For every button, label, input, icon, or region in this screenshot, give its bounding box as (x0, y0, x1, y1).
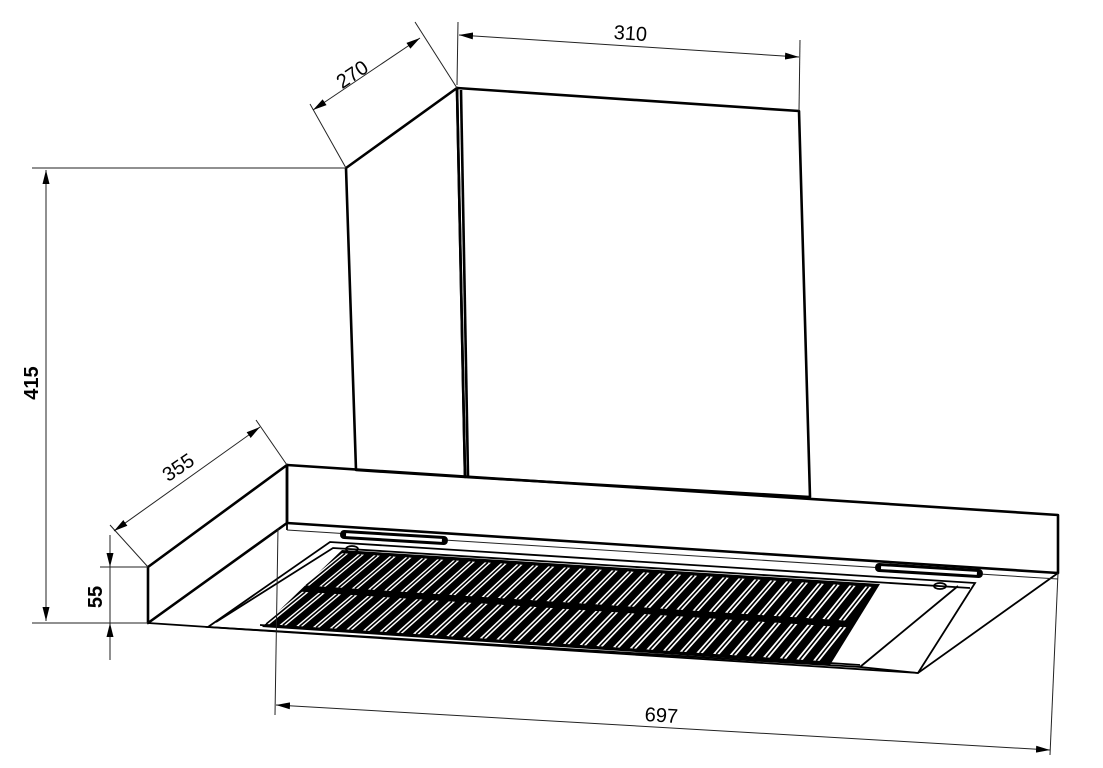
dim-label-chimney-width: 310 (613, 22, 648, 46)
chimney (344, 86, 812, 499)
control-panel-right (875, 562, 983, 590)
dim-label-canopy-height: 55 (85, 586, 107, 608)
dimension-lines (42, 32, 1051, 753)
dim-label-canopy-width: 697 (644, 704, 679, 728)
dim-label-total-height: 415 (21, 366, 43, 399)
dim-label-chimney-depth: 270 (333, 57, 373, 94)
extension-lines (32, 21, 1059, 756)
grease-filter-grill (262, 550, 880, 665)
dim-label-canopy-depth: 355 (159, 450, 199, 487)
